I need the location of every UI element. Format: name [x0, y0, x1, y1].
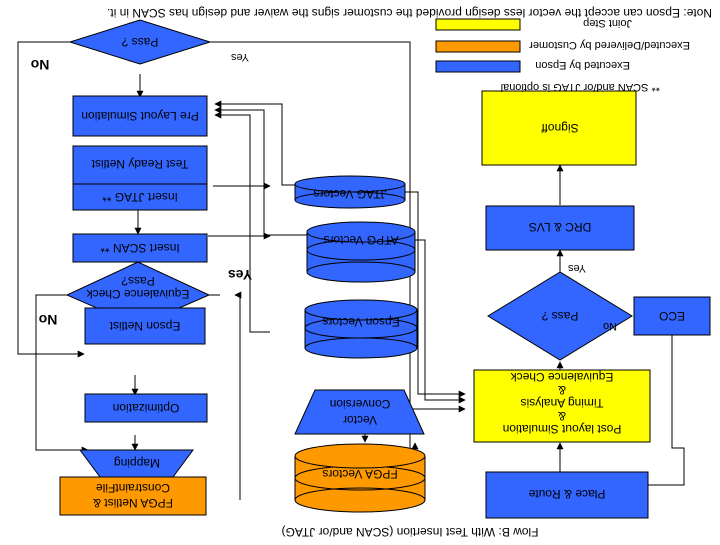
legend-swatch-customer — [435, 40, 521, 53]
label-epson-netlist: Epson Netlist — [109, 319, 180, 333]
note-text: Note: Epson can accept the vector less d… — [107, 6, 712, 20]
label-fpga-netlist-line2: ConstraintFile — [96, 481, 170, 495]
arrow-jtag-vectors-to-post-sim — [317, 191, 466, 398]
branch-labels-small: Yes Yes No — [231, 51, 617, 332]
node-jtag-vectors — [294, 175, 406, 209]
node-place-route — [485, 471, 649, 519]
label-optimization: Optimization — [113, 401, 180, 415]
rotated-drawing: Pass ? Pre Layout Simulation Test Ready … — [17, 6, 712, 539]
node-fpga-netlist — [59, 476, 207, 516]
label-post-layout-line1: Post layout Simulation — [503, 422, 622, 436]
node-insert-scan — [72, 233, 208, 263]
legend-label-epson: Executed by Epson — [535, 59, 630, 71]
label-fpga-netlist-line1: FPGA Netlist & — [93, 496, 173, 510]
label-jtag-vectors: JTAG Vectors — [313, 187, 386, 201]
label-yes-top: Yes — [231, 51, 249, 63]
label-yes-right: Yes — [568, 262, 586, 274]
legend-swatch-joint — [435, 18, 521, 31]
label-equiv-pass-left: Pass? — [121, 274, 155, 288]
label-post-layout-line4: & — [558, 383, 566, 397]
label-vector-conversion-line1: Vector — [343, 413, 377, 427]
label-insert-scan: Insert SCAN ** — [100, 241, 180, 255]
label-equiv-check-left: Equivalence Check — [86, 287, 190, 301]
branch-labels: No Yes No — [31, 57, 252, 328]
label-eco: ECO — [659, 309, 685, 323]
arrow-eco-to-place-route — [631, 335, 685, 489]
legend-label-joint: Joint Step — [583, 17, 632, 29]
arrow-constraint-to-equiv — [234, 291, 242, 500]
arrow-jtag-vectors-to-pre-sim — [214, 100, 317, 186]
arrow-epson-vectors-to-pre-sim — [214, 111, 270, 333]
node-insert-jtag — [72, 183, 208, 211]
legend: Joint Step Executed/Delivered by Custome… — [501, 17, 690, 93]
node-fpga-vectors — [294, 443, 426, 513]
footnote: ** SCAN and/or JTAG is optional — [501, 81, 660, 93]
label-pass-right: Pass ? — [541, 309, 578, 323]
label-drc-lvs: DRC & LVS — [529, 220, 591, 234]
label-mapping: Mapping — [114, 456, 160, 470]
caption-text: Flow B: With Test Insertion (SCAN and/or… — [282, 525, 539, 539]
node-vector-conversion — [294, 389, 425, 435]
arrow-atpg-to-pre-sim — [214, 106, 317, 236]
label-test-ready-netlist: Test Ready Netlist — [91, 157, 188, 171]
legend-swatch-epson — [435, 60, 521, 73]
label-post-layout-line2: & — [558, 409, 566, 423]
node-signoff — [481, 90, 637, 166]
node-atpg-vectors — [306, 221, 416, 283]
label-insert-jtag: Insert JTAG ** — [102, 190, 178, 204]
label-no-right: No — [603, 320, 617, 332]
node-pass-top — [68, 19, 212, 65]
node-eco — [633, 296, 711, 336]
node-pre-layout-simulation — [72, 95, 208, 137]
node-labels: Pass ? Pre Layout Simulation Test Ready … — [81, 35, 685, 510]
node-pass-right — [487, 271, 633, 361]
node-post-layout-simulation — [473, 369, 651, 443]
label-post-layout-line3: Timing Analysis — [521, 396, 604, 410]
label-signoff: Signoff — [541, 121, 579, 135]
node-epson-netlist — [84, 307, 206, 345]
label-post-layout-line5: Equivalence Check — [510, 370, 614, 384]
label-vector-conversion-line2: Conversion — [330, 397, 391, 411]
node-epson-vectors — [304, 299, 418, 359]
label-atpg-vectors: ATPG Vectors — [323, 233, 398, 247]
label-pass-top: Pass ? — [121, 35, 158, 49]
node-optimization — [84, 393, 208, 423]
label-place-route: Place & Route — [528, 487, 605, 501]
label-fpga-vectors: FPGA Vectors — [322, 467, 397, 481]
legend-label-customer: Executed/Delivered by Customer — [529, 39, 690, 51]
node-drc-lvs — [485, 205, 635, 251]
label-no-top: No — [31, 57, 50, 73]
label-no-left: No — [39, 312, 58, 328]
label-epson-vectors: Epson Vectors — [322, 315, 399, 329]
label-yes-left: Yes — [228, 267, 252, 283]
label-pre-layout-simulation: Pre Layout Simulation — [81, 109, 198, 123]
